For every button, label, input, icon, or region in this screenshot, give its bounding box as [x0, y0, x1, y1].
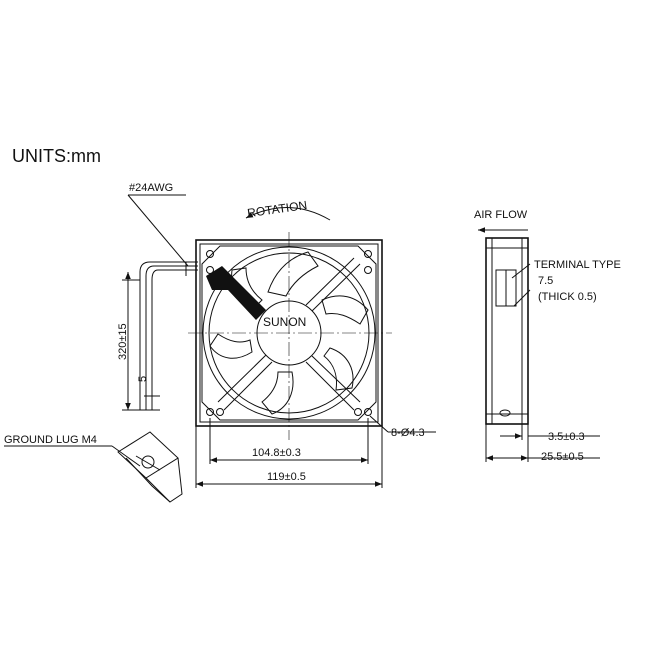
- lead-wires: #24AWG 320±15 5: [117, 182, 198, 411]
- hole-callout-dim: 8-Ø4.3: [391, 427, 425, 439]
- terminal-type-label: TERMINAL TYPE: [534, 259, 621, 271]
- ground-lug: GROUND LUG M4: [4, 431, 183, 503]
- units-label: UNITS:mm: [12, 146, 101, 166]
- terminal-thick-label: (THICK 0.5): [538, 291, 597, 303]
- lead-length-dim: 320±15: [117, 323, 129, 360]
- side-body: [485, 237, 529, 425]
- strip-length-dim: 5: [137, 376, 149, 382]
- fan-side-view: AIR FLOW TERMINAL TYPE 7.5 (THICK 0.5) 3…: [474, 209, 621, 463]
- brand-label: SUNON: [263, 315, 306, 329]
- rotation-indicator: ROTATION: [245, 198, 331, 221]
- air-flow-label: AIR FLOW: [474, 209, 528, 221]
- hole-pitch-dim: 104.8±0.3: [252, 447, 301, 459]
- bottom-dims: 104.8±0.3 119±0.5 8-Ø4.3: [195, 415, 436, 488]
- mounting-holes: [206, 250, 372, 416]
- rotation-label: ROTATION: [246, 198, 308, 220]
- lead-wire-channel: [206, 266, 266, 320]
- wire-gauge-label: #24AWG: [129, 182, 173, 194]
- terminal-size-label: 7.5: [538, 275, 553, 287]
- ground-lug-label: GROUND LUG M4: [4, 434, 97, 446]
- frame-struts: [217, 257, 361, 411]
- fan-front-view: SUNON: [188, 232, 392, 440]
- depth-dim: 25.5±0.5: [541, 451, 584, 463]
- overall-width-dim: 119±0.5: [267, 471, 306, 483]
- flange-dim: 3.5±0.3: [548, 431, 585, 443]
